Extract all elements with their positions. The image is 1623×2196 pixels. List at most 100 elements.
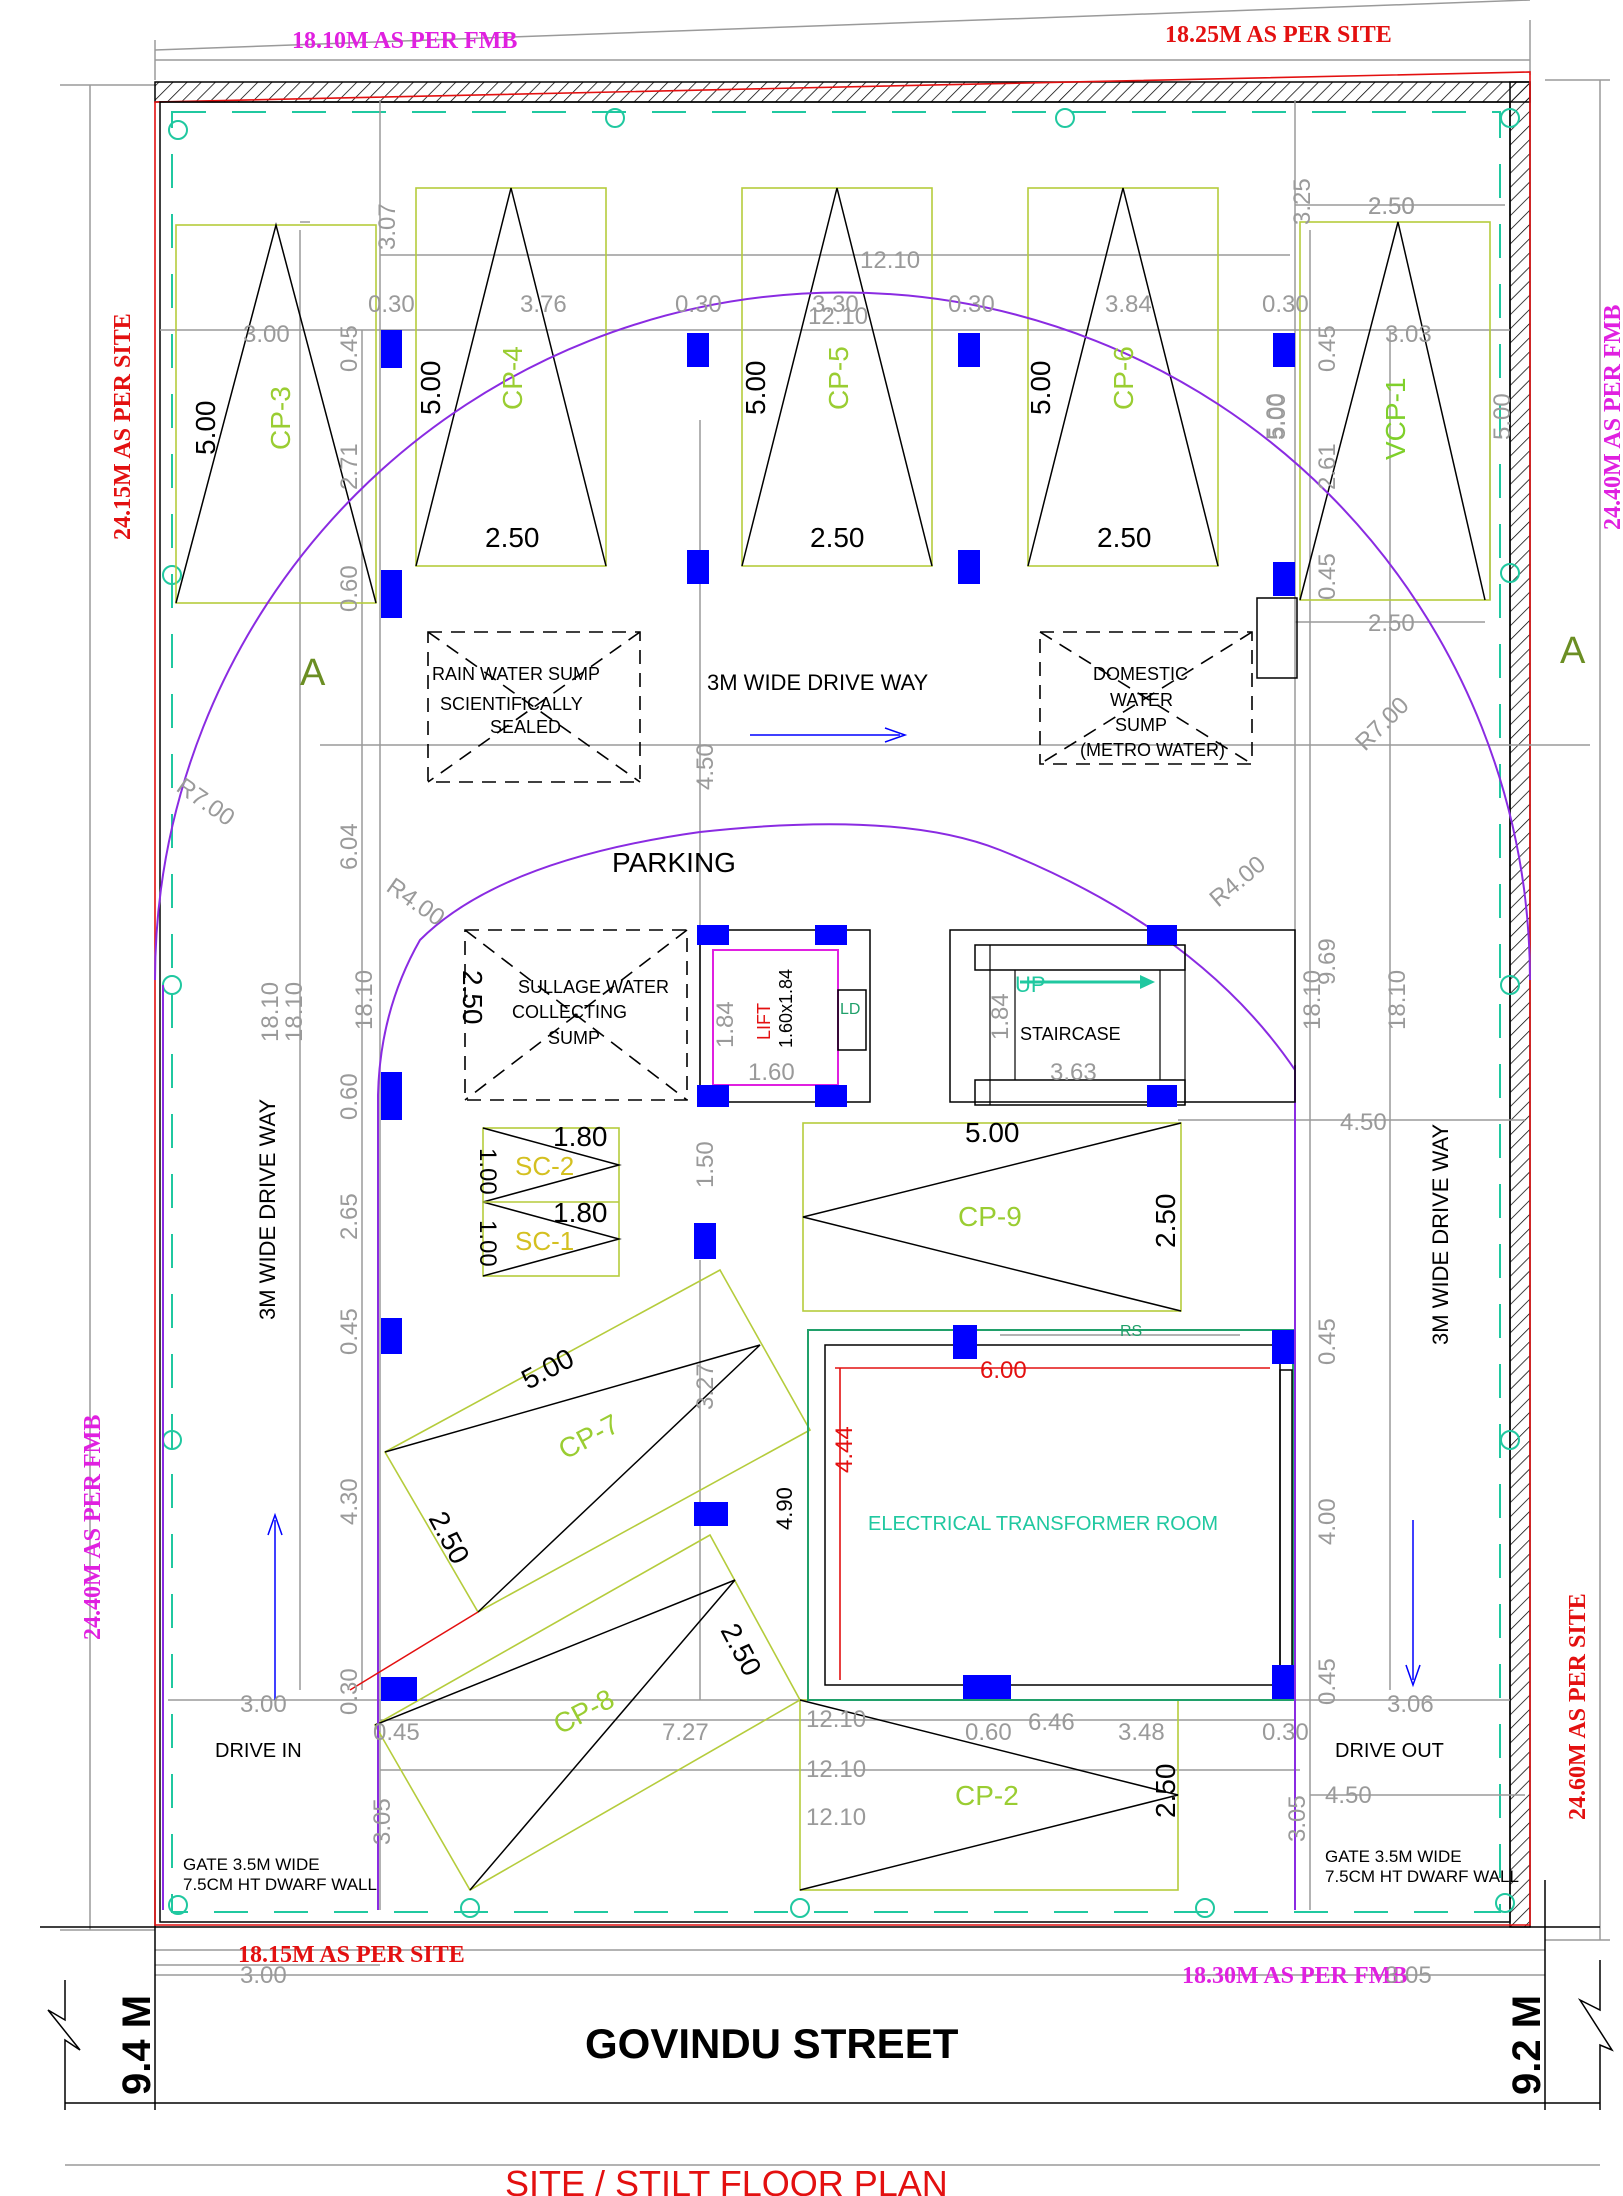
dim-row1-2: 0.30 xyxy=(675,291,722,318)
staircase-label: STAIRCASE xyxy=(1020,1024,1121,1044)
svg-text:0.45: 0.45 xyxy=(336,1308,363,1355)
top-right-boundary-label: 18.25M AS PER SITE xyxy=(1165,22,1392,48)
cp5-width: 2.50 xyxy=(810,522,865,553)
lift-size: 1.60x1.84 xyxy=(776,969,796,1048)
direction-arrows xyxy=(267,727,1421,1700)
dim-bottom-1: 0.60 xyxy=(965,1719,1012,1746)
vcp1-width-top: 2.50 xyxy=(1368,193,1415,220)
dim-bottom-0: 12.10 xyxy=(806,1706,866,1733)
driveway-right-label: 3M WIDE DRIVE WAY xyxy=(1428,1123,1453,1345)
dim-row1-6: 0.30 xyxy=(1262,291,1309,318)
svg-text:18.10: 18.10 xyxy=(1299,970,1326,1030)
cp5-length: 5.00 xyxy=(740,361,771,416)
drive-out-label: DRIVE OUT xyxy=(1335,1740,1444,1762)
dim-4-50-right: 4.50 xyxy=(1340,1109,1387,1136)
svg-text:5.00: 5.00 xyxy=(1489,393,1516,440)
gate-right-line1: GATE 3.5M WIDE xyxy=(1325,1847,1462,1866)
svg-text:0.45: 0.45 xyxy=(1314,1318,1341,1365)
cp2-width: 2.50 xyxy=(1150,1764,1181,1819)
section-mark-right: A xyxy=(1560,630,1586,672)
cp8-label: CP-8 xyxy=(548,1683,619,1740)
svg-text:0.30: 0.30 xyxy=(336,1668,363,1715)
svg-text:3.05: 3.05 xyxy=(369,1798,396,1845)
dim-r7-left: R7.00 xyxy=(172,773,240,832)
driveway-left-label: 3M WIDE DRIVE WAY xyxy=(255,1098,280,1320)
dim-3-05-street: 3.05 xyxy=(1385,1962,1432,1989)
dim-4-90: 4.90 xyxy=(772,1487,797,1530)
domestic-sump-line4: (METRO WATER) xyxy=(1080,740,1225,760)
domestic-sump-line1: DOMESTIC xyxy=(1093,664,1188,684)
dim-r4-right: R4.00 xyxy=(1205,851,1271,913)
left-bottom-boundary-label: 24.40M AS PER FMB xyxy=(80,1415,106,1640)
driveway-curves xyxy=(154,291,1531,1910)
transformer-width: 6.00 xyxy=(980,1357,1027,1384)
dim-3-00-street: 3.00 xyxy=(240,1962,287,1989)
svg-text:0.60: 0.60 xyxy=(336,565,363,612)
cp7-width: 2.50 xyxy=(423,1506,476,1569)
dim-12-10-b2: 12.10 xyxy=(806,1756,866,1783)
rain-sump-line3: SEALED xyxy=(490,717,561,737)
street-width-left: 9.4 M xyxy=(115,1995,159,2095)
sc2-width: 1.00 xyxy=(474,1148,501,1195)
dim-3-07: 3.07 xyxy=(374,203,401,250)
svg-text:0.45: 0.45 xyxy=(1314,1658,1341,1705)
bottom-left-boundary-label: 18.15M AS PER SITE xyxy=(238,1942,465,1968)
dim-2-50-top: 2.50 xyxy=(1368,193,1415,220)
vcp1-width-bottom: 2.50 xyxy=(1368,610,1415,637)
vcp1-label: VCP-1 xyxy=(1380,378,1411,460)
cp6-length: 5.00 xyxy=(1025,361,1056,416)
rs-label: RS xyxy=(1120,1323,1142,1340)
svg-text:6.04: 6.04 xyxy=(336,823,363,870)
svg-text:0.60: 0.60 xyxy=(336,1073,363,1120)
svg-text:0.45: 0.45 xyxy=(336,325,363,372)
svg-text:18.10: 18.10 xyxy=(257,982,284,1042)
cp3-length: 5.00 xyxy=(190,401,221,456)
plot-boundary xyxy=(154,71,1531,1928)
vcp1-length: 5.00 xyxy=(1264,393,1291,440)
sc2-label: SC-2 xyxy=(515,1151,574,1181)
dim-4-50-right2: 4.50 xyxy=(1325,1782,1372,1809)
dim-12-10-b3: 12.10 xyxy=(806,1804,866,1831)
dim-3-27: 3.27 xyxy=(692,1363,719,1410)
dim-12-10-top: 12.10 xyxy=(860,247,920,274)
dim-4-50-mid: 4.50 xyxy=(692,743,719,790)
dim-bottom-3: 3.48 xyxy=(1118,1719,1165,1746)
sullage-sump-dim: 2.50 xyxy=(457,970,488,1025)
dim-r7-right: R7.00 xyxy=(1350,692,1414,756)
cp3-label: CP-3 xyxy=(265,386,296,450)
parking-bays-top xyxy=(175,187,1491,1892)
dim-1-50: 1.50 xyxy=(692,1141,719,1188)
transformer-label: ELECTRICAL TRANSFORMER ROOM xyxy=(868,1513,1218,1535)
svg-text:3.05: 3.05 xyxy=(1284,1795,1311,1842)
cp7-length: 5.00 xyxy=(516,1342,579,1395)
sc1-length: 1.80 xyxy=(553,1197,608,1228)
structural-columns xyxy=(381,330,1295,1701)
sumps xyxy=(427,597,1298,1101)
lift-dim-v: 1.84 xyxy=(712,1001,739,1048)
left-dimension-column: 0.45 2.71 0.60 6.04 18.10 0.60 2.65 0.45… xyxy=(257,325,396,1845)
cp9-width: 2.50 xyxy=(1150,1194,1181,1249)
outer-dimension-lines xyxy=(60,0,1610,1976)
gate-left-line1: GATE 3.5M WIDE xyxy=(183,1855,320,1874)
cp9-length: 5.00 xyxy=(965,1117,1020,1148)
svg-text:0.45: 0.45 xyxy=(1314,553,1341,600)
section-mark-left: A xyxy=(300,652,326,694)
lift-stair xyxy=(699,929,1296,1106)
transformer-room xyxy=(807,1329,1294,1701)
right-bottom-boundary-label: 24.60M AS PER SITE xyxy=(1565,1593,1591,1820)
sullage-sump-line3: SUMP xyxy=(548,1028,600,1048)
dim-3-00: 3.00 xyxy=(243,321,290,348)
svg-text:2.61: 2.61 xyxy=(1314,443,1341,490)
gate-left-line2: 7.5CM HT DWARF WALL xyxy=(183,1875,377,1894)
svg-text:2.65: 2.65 xyxy=(336,1193,363,1240)
cp9-label: CP-9 xyxy=(958,1201,1022,1232)
dim-12-10-mid: 12.10 xyxy=(808,303,868,330)
cp6-width: 2.50 xyxy=(1097,522,1152,553)
street-width-right: 9.2 M xyxy=(1505,1995,1549,2095)
cp2-label: CP-2 xyxy=(955,1780,1019,1811)
dim-3-25: 3.25 xyxy=(1289,178,1316,225)
cp6-label: CP-6 xyxy=(1108,346,1139,410)
stair-up-label: UP xyxy=(1015,972,1046,997)
right-dimension-column: 0.45 5.00 2.61 0.45 9.69 18.10 0.45 4.00… xyxy=(1262,325,1516,1842)
